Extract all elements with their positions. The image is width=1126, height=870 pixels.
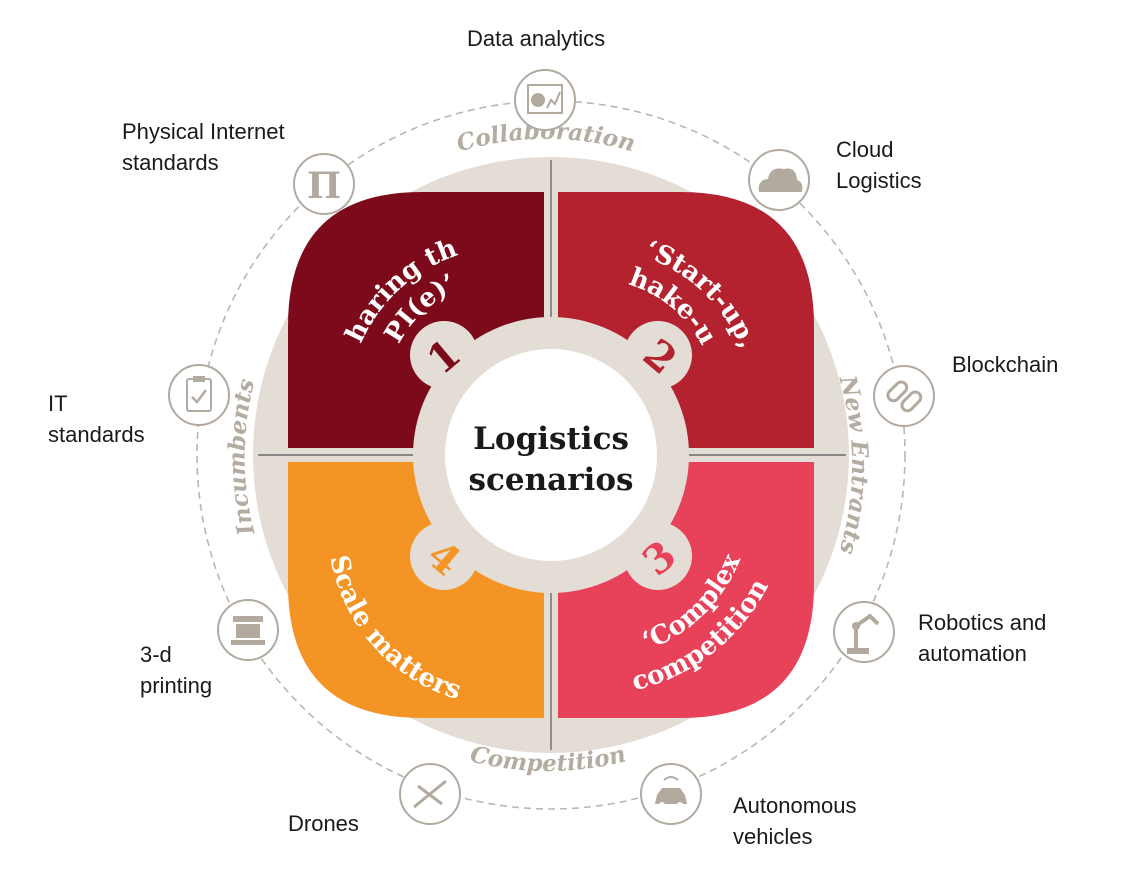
center-title-line1: Logistics — [473, 421, 629, 457]
label-autonomous-vehicles: Autonomous vehicles — [733, 793, 857, 849]
label-drones: Drones — [288, 811, 359, 836]
label-data-analytics: Data analytics — [467, 26, 606, 51]
bump-4 — [410, 522, 478, 590]
center-circle — [445, 349, 657, 561]
drone-icon — [399, 763, 461, 825]
bump-3 — [624, 522, 692, 590]
bump-2 — [624, 321, 692, 389]
label-robotics-automation: Robotics and automation — [918, 610, 1047, 666]
robot-arm-icon — [833, 601, 895, 663]
label-cloud-logistics: Cloud Logistics — [836, 137, 922, 193]
label-3d-printing: 3-d printing — [140, 642, 213, 698]
label-it-standards: IT standards — [48, 391, 145, 447]
cloud-icon — [748, 149, 810, 211]
data-analytics-icon — [514, 69, 576, 131]
label-physical-internet-standards: Physical Internet standards — [122, 119, 285, 175]
pi-icon: Π — [293, 153, 355, 215]
center-title-line2: scenarios — [469, 462, 634, 498]
chain-link-icon — [873, 365, 935, 427]
outer-dashed-ring — [196, 100, 906, 810]
svg-text:Π: Π — [307, 165, 341, 207]
printer-3d-icon — [217, 599, 279, 661]
clipboard-icon — [168, 364, 230, 426]
bump-1 — [410, 321, 478, 389]
label-blockchain: Blockchain — [952, 352, 1059, 377]
car-signal-icon — [640, 763, 702, 825]
